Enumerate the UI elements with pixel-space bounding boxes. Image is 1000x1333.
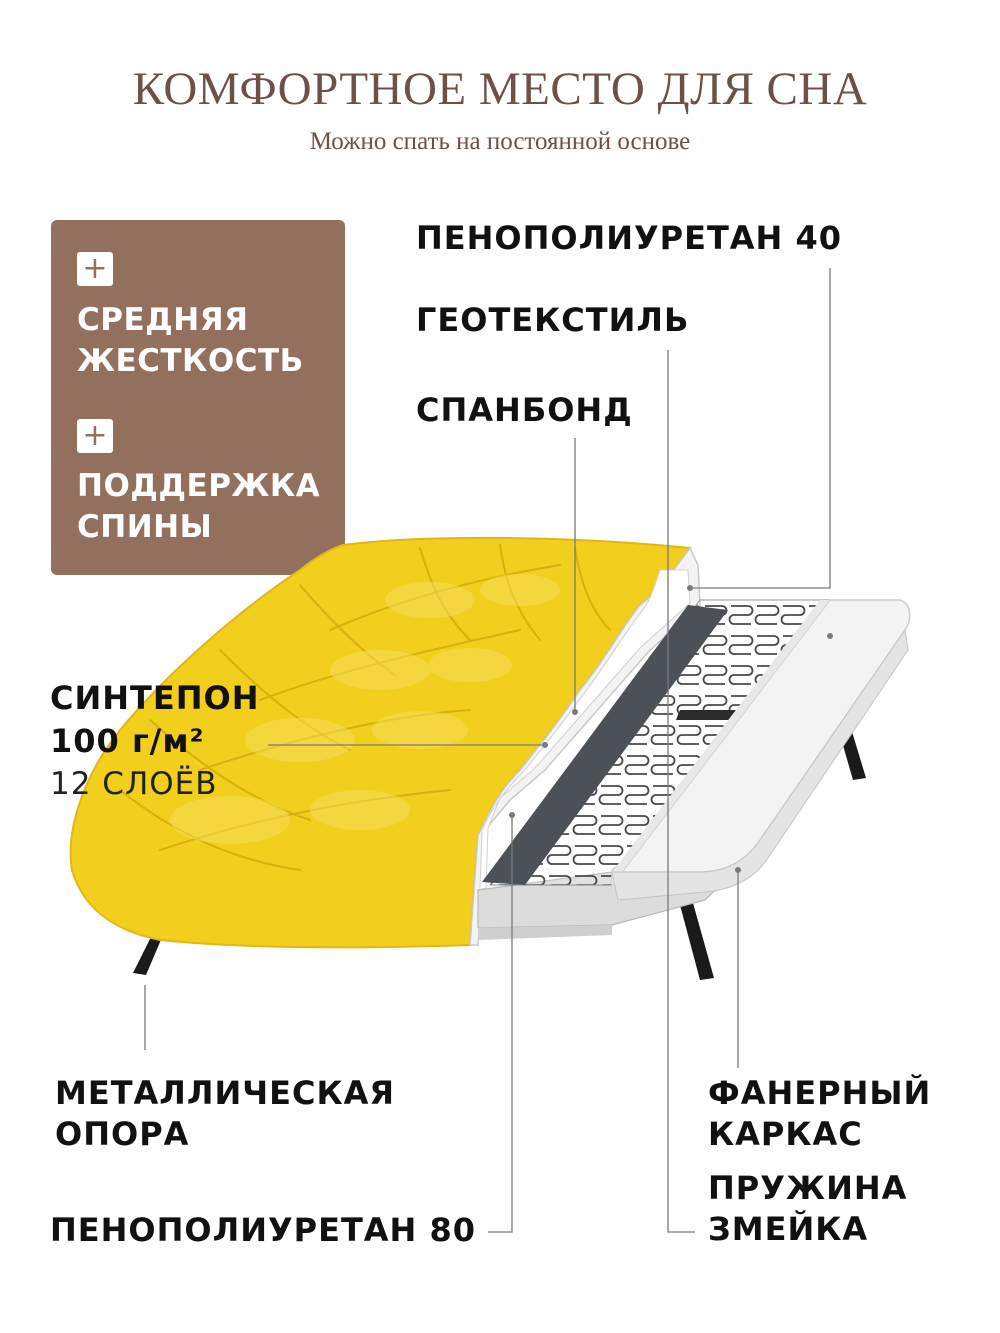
label-metal-line2: ОПОРА [55, 1115, 190, 1153]
page-subtitle: Можно спать на постоянной основе [309, 128, 691, 155]
label-geotextile: ГЕОТЕКСТИЛЬ [416, 301, 690, 339]
feature-line: СПИНЫ [77, 509, 213, 545]
label-sintepon-line1: СИНТЕПОН [50, 679, 260, 717]
spunbond-strip [482, 605, 728, 885]
label-metal-line1: МЕТАЛЛИЧЕСКАЯ [55, 1074, 395, 1112]
label-spring-line1: ПРУЖИНА [708, 1169, 908, 1207]
foam-section-left [469, 546, 701, 946]
features-panel: + СРЕДНЯЯ ЖЕСТКОСТЬ + ПОДДЕРЖКА СПИНЫ [51, 220, 345, 575]
label-plywood-line2: КАРКАС [708, 1115, 863, 1153]
label-spring-line2: ЗМЕЙКА [708, 1210, 869, 1248]
yellow-cushion [69, 536, 692, 949]
leader-lines [144, 268, 831, 1233]
leg-front-left [133, 935, 163, 975]
label-ppu40: ПЕНОПОЛИУРЕТАН 40 [416, 219, 842, 257]
leg-front-middle [680, 903, 714, 980]
feature-line: СРЕДНЯЯ [77, 302, 249, 338]
label-plywood-line1: ФАНЕРНЫЙ [708, 1074, 932, 1112]
feature-medium-firmness: СРЕДНЯЯ ЖЕСТКОСТЬ [77, 300, 339, 382]
feature-line: ПОДДЕРЖКА [77, 468, 321, 504]
label-spunbond: СПАНБОНД [416, 391, 633, 429]
feature-line: ЖЕСТКОСТЬ [77, 343, 304, 379]
label-sintepon-line3: 12 СЛОЁВ [50, 766, 218, 802]
label-sintepon-line2: 100 г/м² [50, 722, 205, 760]
leader-ppu80 [488, 815, 513, 1233]
feature-back-support: ПОДДЕРЖКА СПИНЫ [77, 466, 339, 548]
plus-icon: + [77, 252, 113, 286]
plus-icon: + [77, 419, 113, 453]
page-title: КОМФОРТНОЕ МЕСТО ДЛЯ СНА [132, 63, 868, 115]
label-ppu80: ПЕНОПОЛИУРЕТАН 80 [50, 1211, 476, 1249]
leader-geotextile [667, 350, 695, 1233]
leader-ppu40 [690, 268, 831, 589]
